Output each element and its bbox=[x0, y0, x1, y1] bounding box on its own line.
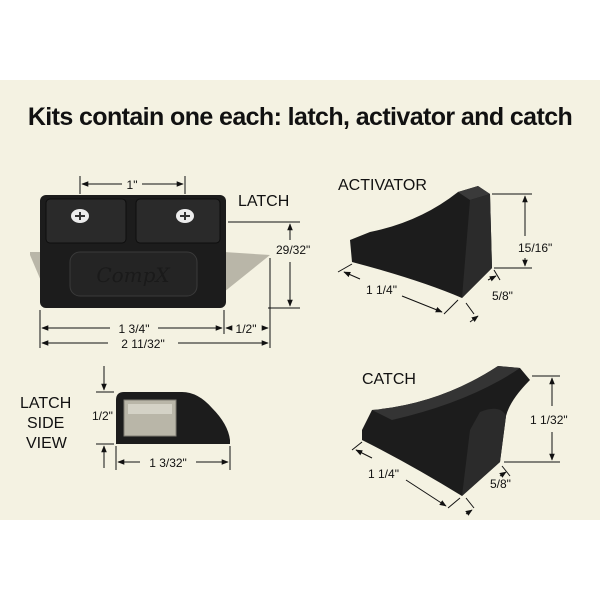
latch-side-length-dimension: 1 3/32" bbox=[115, 446, 231, 470]
catch-length-dimension: 1 1/4" bbox=[351, 441, 461, 509]
latch-side-view-label-line-2: SIDE bbox=[27, 415, 64, 432]
latch-side-height-dimension: 1/2" bbox=[92, 366, 114, 468]
catch-front-face bbox=[462, 408, 506, 496]
latch-right-plate bbox=[135, 198, 221, 244]
latch-screw-spacing-value: 1" bbox=[127, 178, 138, 192]
catch-depth-dimension: 5/8" bbox=[465, 465, 511, 516]
activator-depth-dimension: 5/8" bbox=[465, 269, 513, 323]
activator-front-face bbox=[462, 194, 492, 298]
screw-right-icon bbox=[176, 209, 194, 223]
latch-side-view-label-line-1: LATCH bbox=[20, 395, 71, 412]
activator-height-dimension: 15/16" bbox=[492, 193, 552, 269]
latch-height-dimension: 29/32" bbox=[228, 221, 310, 309]
activator-length-dimension: 1 1/4" bbox=[337, 263, 459, 315]
latch-screw-spacing-dimension: 1" bbox=[79, 176, 186, 194]
latch-side-view-part bbox=[116, 392, 230, 444]
catch-label: CATCH bbox=[362, 371, 416, 388]
latch-side-view-label-line-3: VIEW bbox=[26, 435, 68, 452]
catch-depth-value: 5/8" bbox=[490, 477, 511, 491]
activator-body bbox=[350, 186, 492, 298]
catch-height-value: 1 1/32" bbox=[530, 413, 568, 427]
activator-top-face bbox=[458, 186, 490, 200]
latch-logo-plate bbox=[69, 251, 198, 297]
activator-height-value: 15/16" bbox=[518, 241, 552, 255]
page-title: Kits contain one each: latch, activator … bbox=[27, 103, 573, 131]
activator-label: ACTIVATOR bbox=[338, 177, 427, 194]
latch-body-width-dimension: 1 3/4" 1/2" bbox=[39, 258, 271, 348]
latch-tab-width-value: 1/2" bbox=[236, 322, 257, 336]
activator-part bbox=[350, 186, 492, 298]
latch-side-length-value: 1 3/32" bbox=[149, 456, 187, 470]
latch-overall-width-dimension: 2 11/32" bbox=[41, 337, 269, 351]
latch-overall-width-value: 2 11/32" bbox=[121, 337, 164, 351]
screw-left-icon bbox=[71, 209, 89, 223]
catch-height-dimension: 1 1/32" bbox=[504, 375, 568, 463]
latch-right-tab bbox=[224, 252, 270, 292]
latch-label: LATCH bbox=[238, 193, 289, 210]
catch-length-value: 1 1/4" bbox=[368, 467, 399, 481]
latch-front-view: CompX bbox=[30, 195, 270, 308]
latch-side-metal-highlight bbox=[128, 404, 172, 414]
latch-side-height-value: 1/2" bbox=[92, 409, 113, 423]
catch-part bbox=[362, 366, 530, 496]
activator-depth-value: 5/8" bbox=[492, 289, 513, 303]
catch-top-edge bbox=[372, 366, 520, 420]
activator-length-value: 1 1/4" bbox=[366, 283, 397, 297]
latch-height-value: 29/32" bbox=[276, 243, 310, 257]
latch-body-width-value: 1 3/4" bbox=[119, 322, 150, 336]
latch-brand-logo: CompX bbox=[96, 263, 170, 287]
